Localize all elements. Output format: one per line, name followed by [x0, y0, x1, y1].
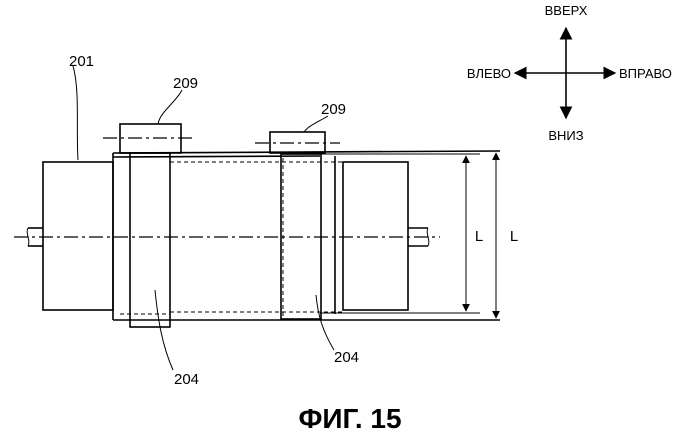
left-end-cap	[43, 162, 113, 310]
left-band	[120, 153, 170, 327]
ref-209-left: 209	[173, 75, 198, 92]
shaft	[14, 228, 440, 246]
ref-209-right: 209	[321, 101, 346, 118]
leader-lines	[73, 66, 334, 370]
dimension-lines: L L	[320, 153, 518, 318]
ref-201: 201	[69, 53, 94, 70]
ref-204-left: 204	[174, 371, 199, 388]
right-roller	[255, 132, 340, 153]
left-roller	[103, 124, 196, 153]
compass-right-label: ВПРАВО	[619, 66, 672, 81]
ref-204-right: 204	[334, 349, 359, 366]
dim-outer-label: L	[510, 228, 518, 245]
compass-left-label: ВЛЕВО	[467, 66, 511, 81]
figure-caption: ФИГ. 15	[298, 403, 401, 434]
cylinder-body	[113, 151, 500, 320]
compass-down-label: ВНИЗ	[548, 128, 583, 143]
direction-compass: ВВЕРХ ВНИЗ ВЛЕВО ВПРАВО	[467, 3, 672, 143]
dim-inner-label: L	[475, 228, 483, 245]
right-end-cap	[343, 162, 408, 310]
compass-up-label: ВВЕРХ	[545, 3, 588, 18]
